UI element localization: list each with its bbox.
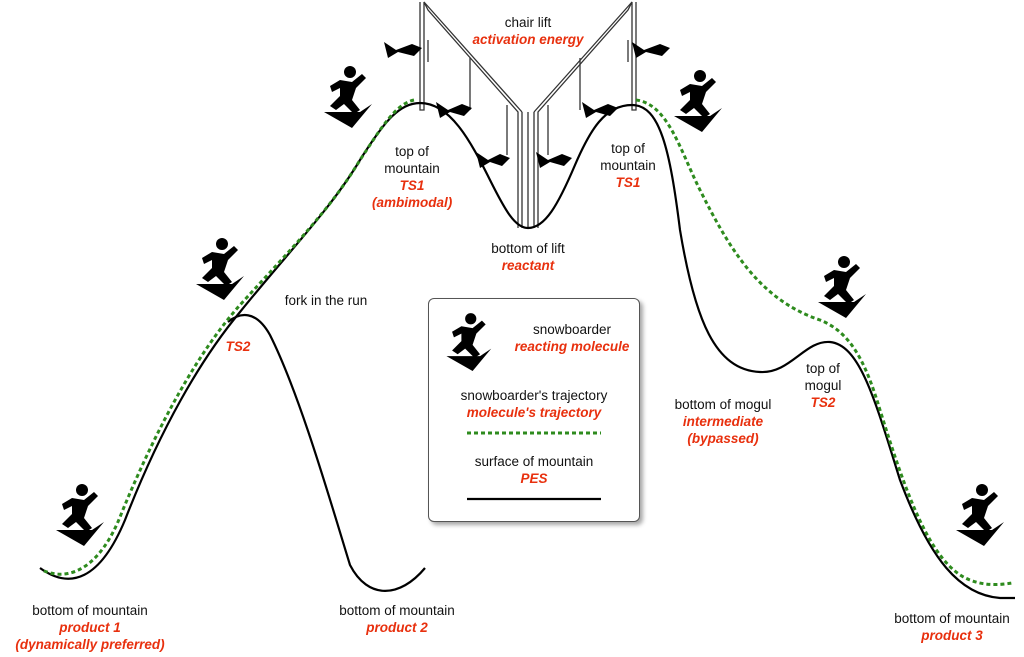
legend-trajectory-entry: snowboarder's trajectory molecule's traj… — [429, 387, 639, 421]
reactant-text: reactant — [501, 258, 555, 273]
chair-lift-text: chair lift — [504, 15, 552, 30]
snowboarder-icon — [56, 484, 104, 546]
label-line: bottom of mountain — [32, 603, 148, 618]
trajectory-left — [41, 98, 415, 576]
chair-lift-icon — [384, 1, 670, 228]
top-of-mogul-label: top of mogul TS2 — [788, 360, 858, 411]
top-of-mountain-right-label: top of mountain TS1 — [588, 140, 668, 191]
bottom-of-mogul-label: bottom of mogul intermediate (bypassed) — [660, 396, 786, 447]
label-line: surface of mountain — [474, 454, 594, 469]
snowboarder-icon — [196, 238, 244, 300]
ts2-left-text: TS2 — [225, 339, 251, 354]
label-line: bottom of lift — [491, 241, 565, 256]
ts1-right-text: TS1 — [615, 175, 641, 190]
bottom-product2-label: bottom of mountain product 2 — [322, 602, 472, 636]
snowboarder-icon — [956, 484, 1004, 546]
legend-snowboarder-entry: snowboarder reacting molecule — [507, 321, 637, 355]
legend-pes-text: PES — [520, 471, 548, 486]
legend-reacting-molecule-text: reacting molecule — [514, 339, 630, 354]
label-line: snowboarder's trajectory — [460, 388, 608, 403]
trajectory-right — [635, 98, 1013, 587]
label-line: mogul — [804, 378, 842, 393]
label-line: mountain — [600, 158, 656, 173]
legend-surface-entry: surface of mountain PES — [429, 453, 639, 487]
label-line: snowboarder — [532, 322, 612, 337]
bottom-of-lift-label: bottom of lift reactant — [460, 240, 596, 274]
fork-label: fork in the run — [276, 292, 376, 309]
ambimodal-text: (ambimodal) — [372, 195, 453, 210]
snowboarder-icon — [674, 70, 722, 132]
bottom-product3-label: bottom of mountain product 3 — [880, 610, 1024, 644]
intermediate-text: intermediate — [682, 414, 764, 429]
ts2-left-label: TS2 — [218, 338, 258, 355]
legend-box: snowboarder reacting molecule snowboarde… — [428, 298, 640, 522]
label-line: bottom of mogul — [674, 397, 772, 412]
product3-text: product 3 — [921, 628, 983, 643]
label-line: fork in the run — [284, 293, 368, 308]
label-line: bottom of mountain — [894, 611, 1010, 626]
label-line: top of — [806, 361, 840, 376]
label-line: mountain — [384, 161, 440, 176]
pes-surface-branch — [227, 314, 426, 592]
ts1-left-text: TS1 — [399, 178, 425, 193]
label-line: bottom of mountain — [339, 603, 455, 618]
legend-surface-swatch — [467, 497, 601, 501]
product2-text: product 2 — [366, 620, 428, 635]
top-of-mountain-left-label: top of mountain TS1 (ambimodal) — [372, 143, 452, 211]
product1-text: product 1 — [59, 620, 121, 635]
legend-molecules-trajectory-text: molecule's trajectory — [466, 405, 602, 420]
legend-trajectory-swatch — [467, 431, 601, 435]
snowboarder-icon — [446, 313, 492, 371]
snowboarder-icon — [818, 256, 866, 318]
bypassed-text: (bypassed) — [687, 431, 759, 446]
label-line: top of — [611, 141, 645, 156]
activation-energy-text: activation energy — [472, 32, 584, 47]
dynamically-preferred-text: (dynamically preferred) — [15, 637, 165, 652]
bottom-product1-label: bottom of mountain product 1 (dynamicall… — [0, 602, 180, 653]
snowboarder-icon — [324, 66, 372, 128]
chair-lift-label: chair lift activation energy — [464, 14, 592, 48]
ts2-right-text: TS2 — [810, 395, 836, 410]
label-line: top of — [395, 144, 429, 159]
